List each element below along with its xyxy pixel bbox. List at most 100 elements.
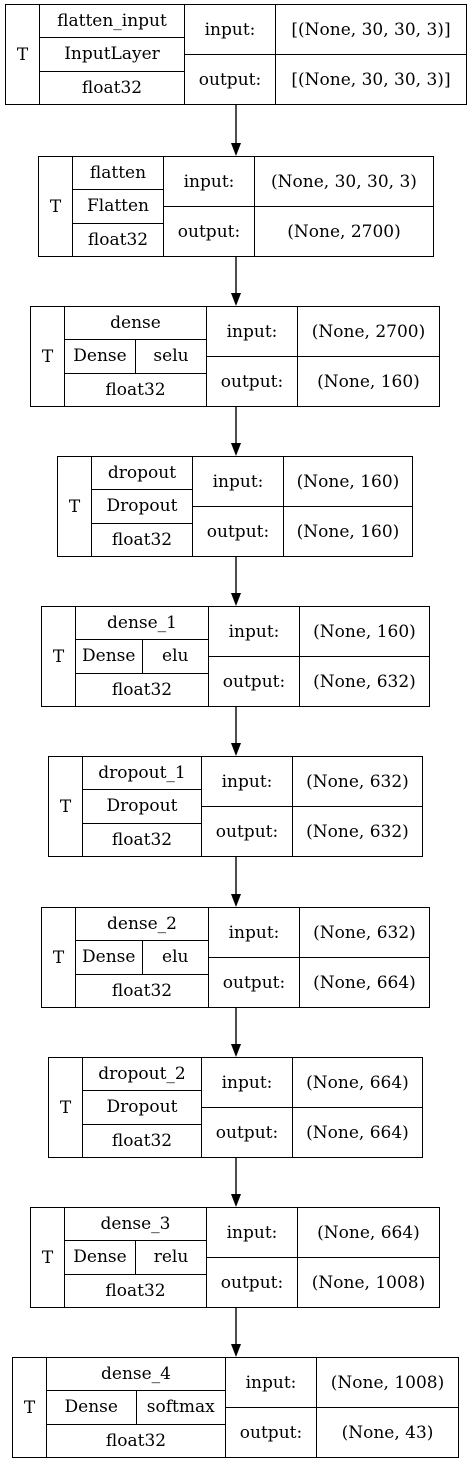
io-values: (None, 160)(None, 632) (300, 607, 429, 706)
class-activation-row: Dense selu (65, 339, 206, 373)
layer-class: Dense (73, 1247, 127, 1268)
io-labels: input: output: (193, 457, 284, 556)
output-shape: [(None, 30, 30, 3)] (276, 54, 466, 104)
output-label: output: (202, 806, 292, 856)
io-values: (None, 664) (None, 1008) (298, 1208, 439, 1307)
input-label: input: (228, 621, 280, 642)
input-shape: (None, 632) (306, 771, 409, 792)
layer-dtype: float32 (40, 70, 184, 104)
layer-dtype: float32 (65, 1273, 206, 1307)
input-shape: (None, 664) (306, 1072, 409, 1093)
trainable-flag: T (13, 1358, 47, 1457)
input-shape: (None, 632) (313, 922, 416, 943)
output-label: output: (202, 1107, 292, 1157)
layer-dtype: float32 (83, 822, 201, 856)
io-values: [(None, 30, 30, 3)] [(None, 30, 30, 3)] (276, 5, 466, 104)
layer-class: Dropout (83, 1090, 201, 1123)
layer-class: Dense (82, 947, 136, 968)
layer-activation: relu (135, 1241, 206, 1274)
input-shape: (None, 2700) (311, 321, 426, 342)
input-shape: (None, 664) (317, 1222, 420, 1243)
layer-dtype: float32 (76, 672, 208, 706)
io-labels: input:output: (207, 1208, 298, 1307)
io-labels: input:output: (226, 1358, 317, 1457)
input-shape: (None, 1008) (330, 1372, 445, 1393)
input-label: input: (221, 1072, 273, 1093)
output-label: output: (164, 206, 254, 256)
layer-class: Dense (64, 1397, 118, 1418)
output-shape: (None, 2700) (255, 206, 433, 256)
io-values: (None, 160) (None, 160) (284, 457, 412, 556)
layer-name: dense (110, 313, 161, 334)
io-labels: input: output: (202, 1058, 293, 1157)
output-shape: (None, 160) (284, 506, 412, 556)
input-shape: [(None, 30, 30, 3)] (291, 19, 451, 40)
arrow-head-icon (231, 1344, 241, 1357)
layer-activation: elu (141, 941, 209, 974)
output-label: output: (207, 356, 297, 406)
io-values: (None, 664)(None, 664) (293, 1058, 422, 1157)
input-shape: (None, 160) (296, 471, 400, 492)
arrow-head-icon (231, 1044, 241, 1057)
layer-name: flatten (89, 163, 147, 184)
layer-name: dense_3 (100, 1214, 171, 1235)
layer-dtype: float32 (65, 372, 206, 406)
arrow-head-icon (231, 894, 241, 907)
layer-activation: selu (135, 340, 206, 373)
layer-class: Dropout (83, 789, 201, 822)
input-label: input: (212, 471, 264, 492)
io-values: (None, 2700)(None, 160) (298, 307, 439, 406)
layer-class: Dense (73, 346, 127, 367)
output-shape: (None, 632) (300, 656, 429, 706)
arrow-head-icon (231, 143, 241, 156)
output-label: output: (209, 957, 299, 1007)
trainable-flag: T (39, 157, 73, 256)
arrow-head-icon (231, 743, 241, 756)
trainable-flag: T (31, 1208, 65, 1307)
output-label: output: (185, 54, 275, 104)
output-label: output: (226, 1407, 316, 1457)
io-values: (None, 1008) (None, 43) (317, 1358, 458, 1457)
class-activation-row: Dense relu (65, 1240, 206, 1274)
output-shape: (None, 632) (293, 806, 422, 856)
input-label: input: (204, 19, 256, 40)
layer-class: Flatten (73, 189, 163, 222)
arrow-head-icon (231, 443, 241, 456)
io-labels: input: output: (185, 5, 276, 104)
trainable-flag: T (42, 908, 76, 1007)
input-label: input: (226, 1222, 278, 1243)
output-shape: (None, 43) (317, 1407, 458, 1457)
trainable-flag: T (6, 5, 40, 104)
arrow-head-icon (231, 593, 241, 606)
output-label: output: (193, 506, 283, 556)
input-label: input: (183, 171, 235, 192)
arrow-head-icon (231, 293, 241, 306)
io-labels: input:output: (202, 757, 293, 856)
trainable-flag: T (31, 307, 65, 406)
layer-dtype: float32 (92, 522, 192, 556)
trainable-flag: T (42, 607, 76, 706)
output-shape: (None, 1008) (298, 1257, 439, 1307)
io-labels: input:output: (209, 607, 300, 706)
io-values: (None, 632)(None, 664) (300, 908, 429, 1007)
layer-dtype: float32 (73, 222, 163, 256)
layer-activation: elu (141, 640, 209, 673)
